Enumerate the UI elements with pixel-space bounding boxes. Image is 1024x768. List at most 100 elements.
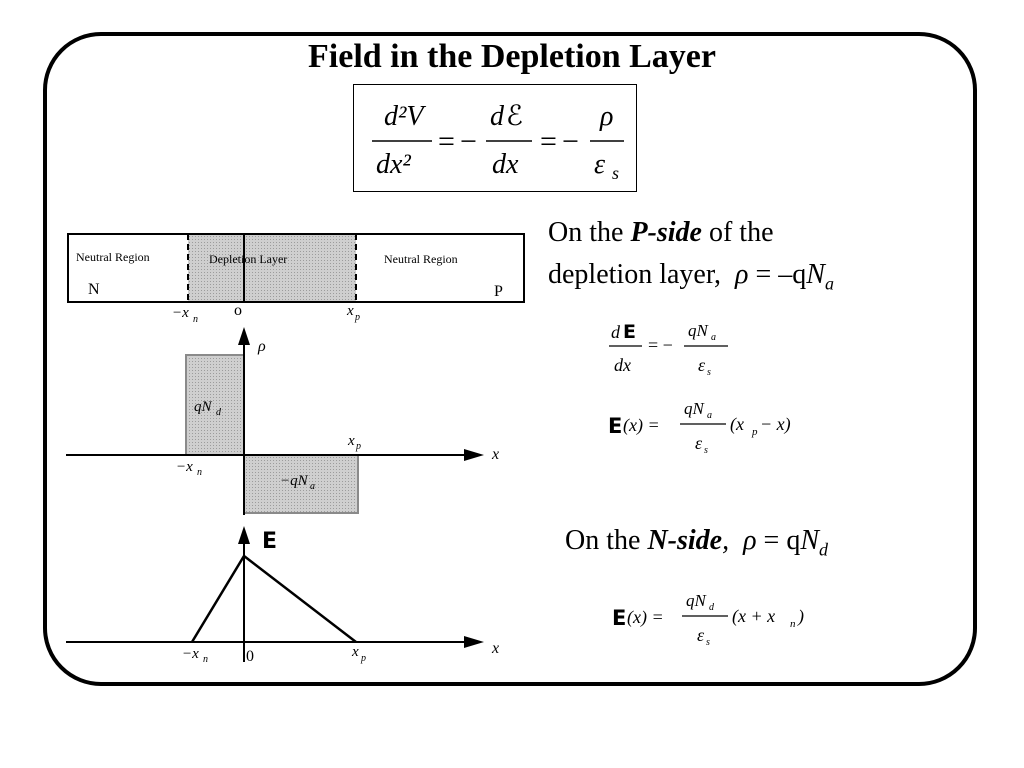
n-side-pre: On the: [565, 525, 648, 556]
n-eq-num: qN: [686, 591, 708, 610]
p-eq2-den: ε: [695, 433, 703, 453]
eq-equals-2: =: [540, 125, 557, 158]
n-side-rho: ρ: [743, 525, 757, 556]
eq-lhs-numerator: d²V: [384, 101, 426, 132]
p-side-N-sub: a: [824, 273, 834, 294]
poisson-equation: d²V dx² = − d ℰ dx = − ρ ε s: [372, 101, 624, 183]
eq-equals-1: =: [438, 125, 455, 158]
eq-rhs-numerator: ρ: [599, 101, 613, 132]
eq-mid-numerator: d: [490, 101, 505, 132]
depletion-label: Depletion Layer: [209, 252, 287, 266]
n-label: N: [88, 281, 100, 298]
p-eq2-num-sub: a: [707, 410, 712, 421]
left-neutral-label: Neutral Region: [76, 250, 150, 264]
neg-charge-label: −qN: [280, 473, 309, 489]
right-neutral-label: Neutral Region: [384, 252, 458, 266]
field-xp-sub: p: [360, 653, 366, 664]
positive-charge-block: [185, 354, 245, 456]
eq-lhs-denominator: dx²: [376, 149, 411, 180]
slide-frame: [43, 32, 977, 686]
charge-xp-sub: p: [355, 441, 361, 452]
field-y-label: E: [262, 529, 277, 554]
field-triangle: [190, 554, 357, 643]
charge-xp-label: x: [347, 433, 355, 449]
depletion-region-fill: [188, 235, 356, 301]
n-side-eq: = q: [756, 525, 801, 556]
charge-y-arrow: [238, 327, 250, 345]
p-side-line-1: On the P-side of the: [548, 214, 774, 252]
junction-xn-label: −x: [172, 305, 189, 321]
charge-y-label: ρ: [257, 338, 266, 355]
negative-charge-block: [243, 454, 359, 514]
p-eq1-equals: = −: [648, 335, 673, 355]
n-eq-tail-open: (x + x: [732, 606, 775, 627]
p-eq1-num-E: E: [623, 321, 636, 343]
p-side-line-2: depletion layer, ρ = –qNa: [548, 256, 834, 303]
n-side-comma: ,: [722, 525, 730, 556]
poisson-equation-box: d²V dx² = − d ℰ dx = − ρ ε s: [353, 84, 637, 192]
pos-charge-sub: d: [216, 407, 222, 418]
p-side-line2-pre: depletion layer,: [548, 259, 722, 290]
charge-x-label: x: [491, 446, 499, 463]
n-side-emphasis: N-side: [647, 525, 723, 556]
p-side-rho: ρ: [735, 259, 749, 290]
p-side-field-equation: E (x) = qN a ε s (x p − x): [608, 399, 791, 456]
p-label: P: [494, 283, 503, 300]
n-eq-num-sub: d: [709, 602, 715, 613]
charge-xn-sub: n: [197, 467, 202, 478]
neg-charge-sub: a: [310, 481, 315, 492]
p-eq1-rhs-num-sub: a: [711, 332, 716, 343]
charge-x-arrow: [464, 449, 484, 461]
field-y-arrow: [238, 526, 250, 544]
p-eq1-den: dx: [614, 355, 631, 375]
p-eq2-tail-close: − x): [760, 414, 791, 435]
field-xp-label: x: [351, 644, 359, 660]
p-side-emphasis: P-side: [630, 217, 702, 248]
eq-mid-field-symbol: ℰ: [506, 101, 523, 132]
slide-title: Field in the Depletion Layer: [308, 38, 716, 75]
charge-xn-label: −x: [176, 459, 193, 475]
p-side-pre: On the: [548, 217, 631, 248]
n-eq-tail-close: ): [797, 606, 804, 627]
p-eq1-rhs-den-sub: s: [707, 367, 711, 378]
p-side-eq: = –q: [748, 259, 807, 290]
n-side-N: N: [800, 525, 820, 556]
p-side-post: of the: [701, 217, 774, 248]
eq-mid-denominator: dx: [492, 149, 519, 180]
field-x-label: x: [491, 640, 499, 657]
p-eq1-rhs-num: qN: [688, 321, 710, 340]
p-eq2-E: E: [608, 414, 622, 438]
p-eq2-arg: (x) =: [623, 415, 660, 436]
p-eq1-num-d: d: [611, 322, 621, 342]
n-side-line: On the N-side, ρ = qNd: [565, 522, 828, 569]
electric-field-plot: E x −x n 0 x p: [66, 526, 499, 665]
n-eq-tail-sub: n: [790, 618, 796, 630]
n-side-field-equation: E (x) = qN d ε s (x + x n ): [612, 591, 804, 648]
n-eq-den-sub: s: [706, 637, 710, 648]
p-side-derivative-equation: d E dx = − qN a ε s: [609, 321, 728, 378]
junction-xp-sub: p: [354, 312, 360, 323]
n-eq-arg: (x) =: [627, 607, 664, 628]
field-origin-label: 0: [246, 648, 254, 665]
field-xn-sub: n: [203, 654, 208, 665]
junction-xp-label: x: [346, 303, 354, 319]
eq-rhs-denominator: ε: [594, 149, 605, 180]
eq-minus-2: −: [562, 125, 579, 158]
n-side-N-sub: d: [819, 539, 829, 560]
eq-minus-1: −: [460, 125, 477, 158]
p-eq2-den-sub: s: [704, 445, 708, 456]
p-eq2-tail-open: (x: [730, 414, 744, 435]
field-x-arrow: [464, 636, 484, 648]
field-xn-label: −x: [182, 646, 199, 662]
n-eq-den: ε: [697, 625, 705, 645]
eq-rhs-denominator-sub: s: [612, 163, 619, 183]
p-eq2-num: qN: [684, 399, 706, 418]
n-eq-E: E: [612, 606, 626, 630]
p-side-N: N: [806, 259, 825, 290]
p-eq2-tail-sub: p: [751, 426, 758, 438]
pos-charge-label: qN: [194, 399, 213, 415]
junction-xn-sub: n: [193, 314, 198, 325]
pn-junction-diagram: Neutral Region Depletion Layer Neutral R…: [67, 233, 525, 325]
p-eq1-rhs-den: ε: [698, 355, 706, 375]
junction-origin-label: o: [234, 302, 242, 319]
